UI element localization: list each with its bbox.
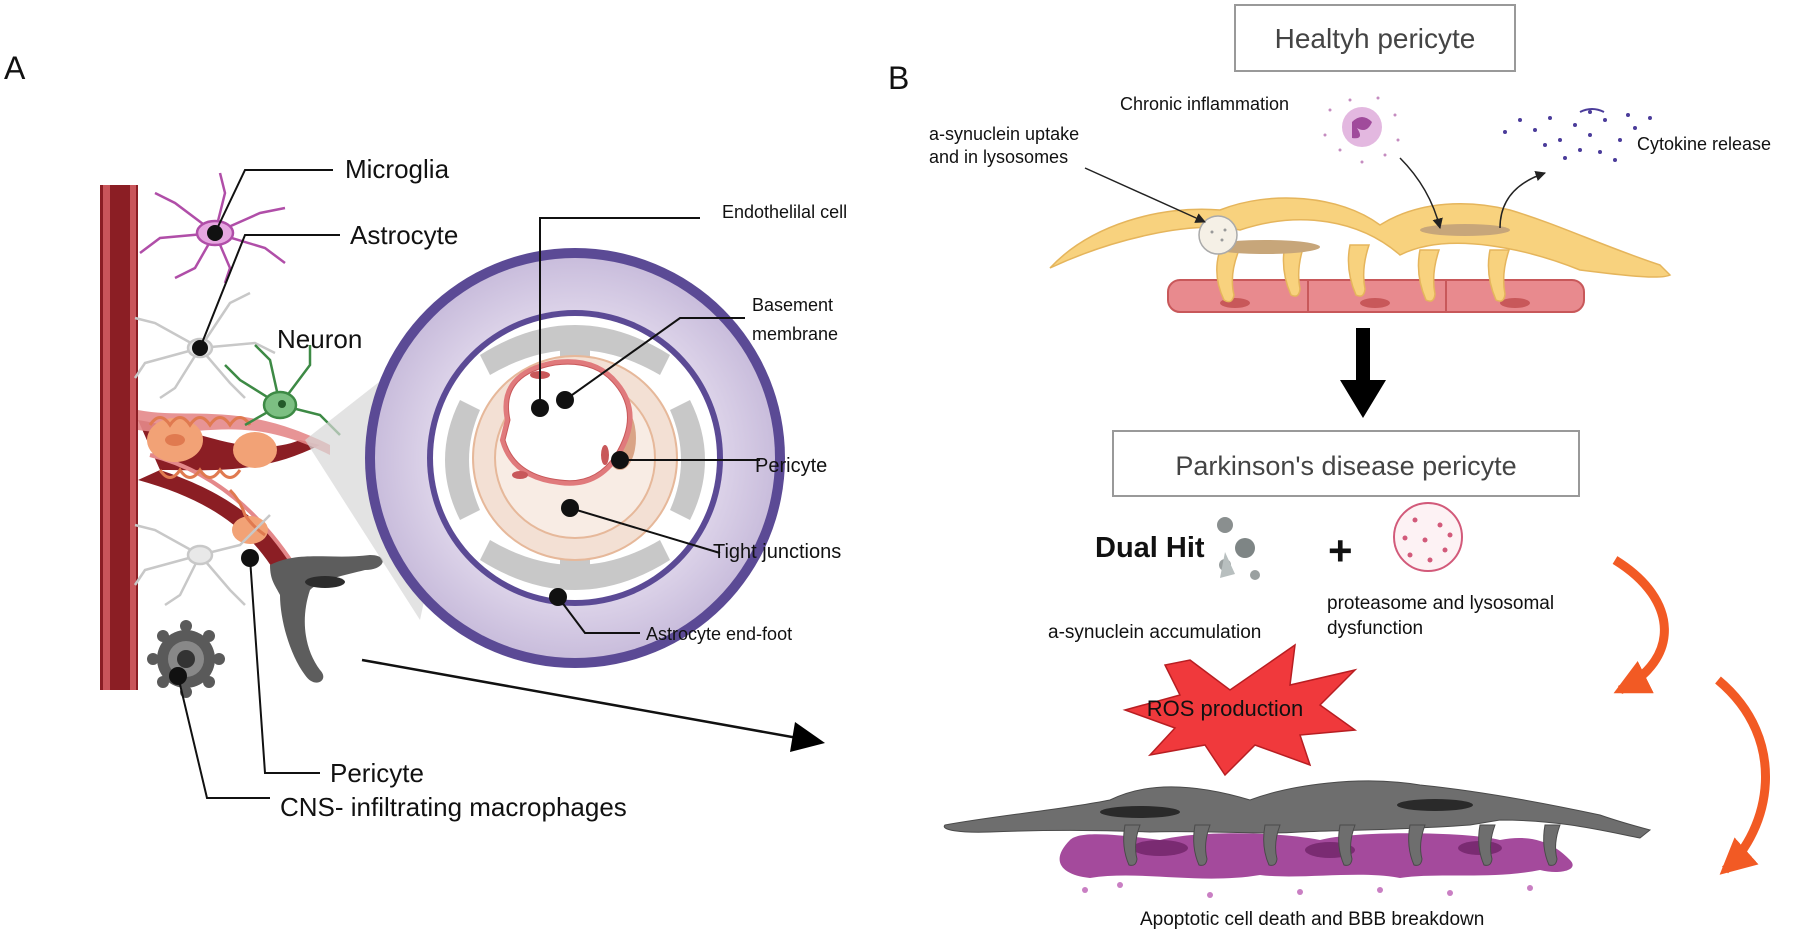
healthy-title: Healtyh pericyte [1275, 23, 1476, 54]
cytokine-dots [1503, 108, 1652, 162]
down-arrow [1340, 328, 1386, 418]
healthy-pericyte-illustration [1049, 197, 1672, 313]
label-accumulation: a-synuclein accumulation [1048, 622, 1261, 643]
label-astrocyte-end-foot: Astrocyte end-foot [646, 624, 792, 644]
pd-title-box [1112, 430, 1580, 497]
lysosome-icon [1393, 502, 1463, 572]
panel-a-letter: A [4, 50, 26, 86]
label-proteasome-line1: proteasome and lysosomal [1327, 593, 1554, 614]
ros-burst [1122, 643, 1358, 777]
orange-arrows [1612, 556, 1770, 875]
label-microglia: Microglia [345, 154, 450, 184]
label-chronic-inflammation: Chronic inflammation [1120, 94, 1289, 114]
inflammatory-cell [1323, 96, 1400, 164]
label-pericyte: Pericyte [330, 758, 424, 788]
label-proteasome-line2: dysfunction [1327, 618, 1423, 639]
panel-b: B Healtyh pericyte [888, 4, 1771, 930]
leader-dots-a [169, 225, 629, 685]
pd-title: Parkinson's disease pericyte [1175, 451, 1516, 481]
panel-a-arrow [361, 658, 822, 748]
label-apoptotic: Apoptotic cell death and BBB breakdown [1140, 909, 1484, 930]
label-astrocyte: Astrocyte [350, 220, 458, 250]
label-ros-production: ROS production [1147, 696, 1304, 721]
label-macrophages: CNS- infiltrating macrophages [280, 792, 627, 822]
label-dual-hit: Dual Hit [1095, 532, 1205, 564]
label-basement-line1: Basement [752, 295, 833, 315]
label-pericyte-cross-section: Pericyte [755, 455, 827, 477]
synuclein-aggregate-icon [1217, 517, 1260, 580]
label-basement-line2: membrane [752, 324, 838, 344]
label-neuron: Neuron [277, 324, 362, 354]
panel-a: A [4, 50, 847, 822]
label-endothelial-cell: Endothelilal cell [722, 202, 847, 222]
label-tight-junctions: Tight junctions [713, 541, 841, 563]
label-cytokine-release: Cytokine release [1637, 134, 1771, 154]
leader-lines-a [177, 169, 760, 799]
microglia-cell [139, 172, 286, 284]
diseased-pericyte-illustration [943, 780, 1652, 898]
grey-astrocyte [270, 555, 383, 683]
label-plus: + [1328, 527, 1353, 574]
healthy-title-box [1234, 4, 1516, 72]
astrocyte-cell-lower [133, 514, 271, 607]
macrophage-cell [147, 620, 225, 698]
vessel-cross-section [365, 248, 785, 668]
label-uptake-line1: a-synuclein uptake [929, 124, 1079, 144]
pericyte-on-vessel [147, 416, 277, 544]
panel-a-arrowhead [790, 722, 825, 752]
label-uptake-line2: and in lysosomes [929, 147, 1068, 167]
panel-b-letter: B [888, 60, 909, 96]
healthy-arrows [1084, 157, 1546, 230]
